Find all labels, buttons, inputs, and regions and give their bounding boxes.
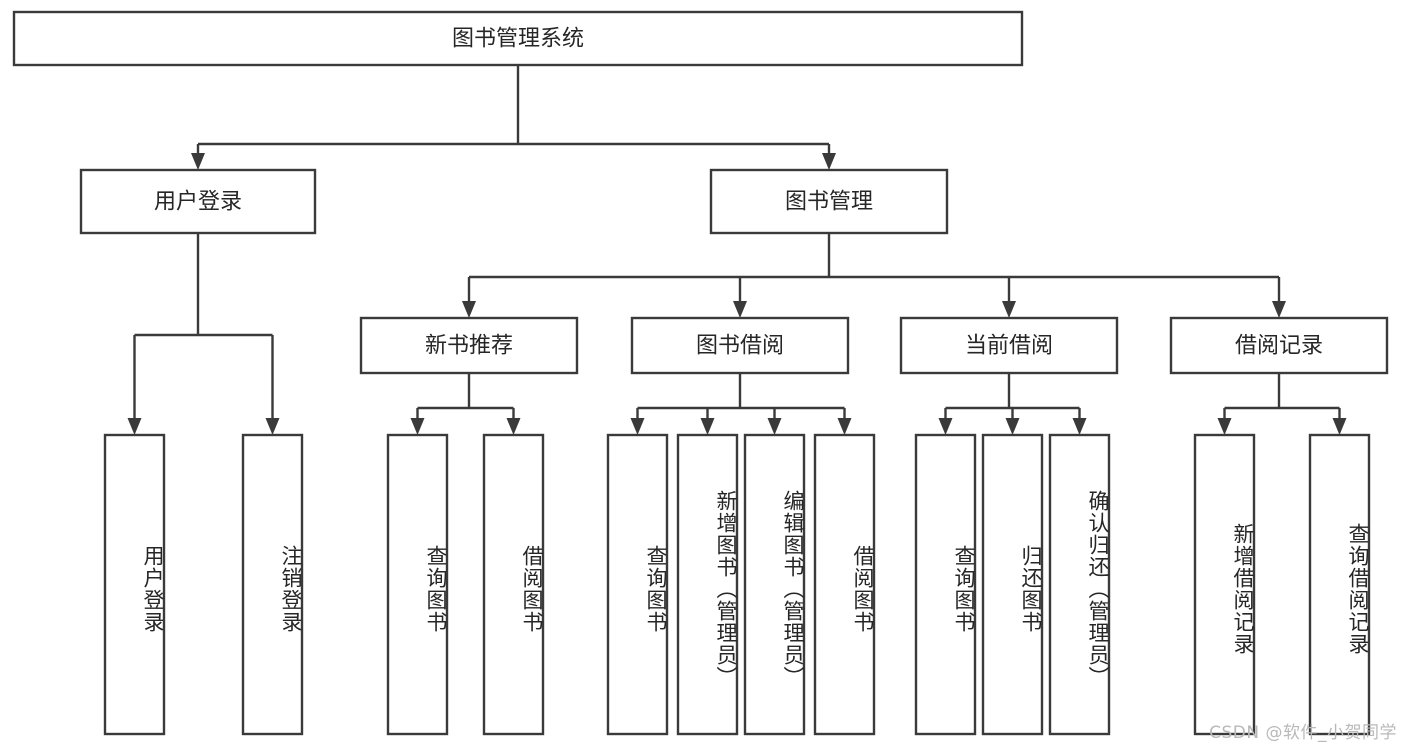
node-box-book-manage[interactable] <box>709 168 949 235</box>
node-confirm-return[interactable] <box>1048 433 1111 736</box>
arrow-head-icon <box>410 418 425 435</box>
node-borrow-book-1[interactable] <box>482 433 545 736</box>
node-label-book-borrow: 图书借阅 <box>696 334 784 359</box>
node-box-borrow-book-2[interactable] <box>813 433 876 736</box>
node-query-borrow-record[interactable] <box>1308 433 1371 736</box>
node-query-book-3[interactable] <box>914 433 977 736</box>
node-query-book-2[interactable] <box>606 433 669 736</box>
arrow-head-icon <box>265 418 280 435</box>
node-box-query-book-3[interactable] <box>914 433 977 736</box>
arrow-head-icon <box>1332 418 1347 435</box>
arrow-head-icon <box>191 153 205 170</box>
arrow-head-icon <box>127 418 142 435</box>
node-label-book-manage: 图书管理 <box>785 190 873 215</box>
node-label-current-borrow: 当前借阅 <box>965 334 1053 359</box>
node-current-borrow[interactable] <box>899 316 1119 375</box>
node-box-user-login-do[interactable] <box>103 433 166 736</box>
node-box-borrow-book-1[interactable] <box>482 433 545 736</box>
node-box-query-book-1[interactable] <box>386 433 449 736</box>
node-label-borrow-record: 借阅记录 <box>1235 334 1323 359</box>
node-borrow-book-2[interactable] <box>813 433 876 736</box>
arrow-head-icon <box>506 418 521 435</box>
node-box-query-book-2[interactable] <box>606 433 669 736</box>
node-label-user-login: 用户登录 <box>154 190 242 215</box>
arrow-head-icon <box>462 301 476 318</box>
node-return-book[interactable] <box>981 433 1044 736</box>
arrow-head-icon <box>1272 301 1286 318</box>
arrow-head-icon <box>767 418 782 435</box>
arrow-head-icon <box>1217 418 1232 435</box>
arrow-head-icon <box>1005 418 1020 435</box>
node-book-manage[interactable] <box>709 168 949 235</box>
node-box-borrow-record[interactable] <box>1169 316 1389 375</box>
arrow-head-icon <box>1002 301 1016 318</box>
arrow-head-icon <box>938 418 953 435</box>
node-box-book-borrow[interactable] <box>630 316 850 375</box>
node-user-login-do[interactable] <box>103 433 166 736</box>
node-box-root[interactable] <box>12 10 1024 67</box>
node-box-add-borrow-record[interactable] <box>1193 433 1256 736</box>
node-add-borrow-record[interactable] <box>1193 433 1256 736</box>
arrow-head-icon <box>630 418 645 435</box>
node-add-book[interactable] <box>676 433 739 736</box>
node-box-add-book[interactable] <box>676 433 739 736</box>
node-box-return-book[interactable] <box>981 433 1044 736</box>
node-box-new-book-rec[interactable] <box>359 316 579 375</box>
node-label-root: 图书管理系统 <box>452 27 584 52</box>
csdn-watermark: CSDN @软件_小贺同学 <box>1209 723 1397 743</box>
node-box-query-borrow-record[interactable] <box>1308 433 1371 736</box>
arrow-head-icon <box>837 418 852 435</box>
arrow-head-icon <box>733 301 747 318</box>
node-query-book-1[interactable] <box>386 433 449 736</box>
arrow-head-icon <box>1072 418 1087 435</box>
arrow-head-icon <box>822 153 836 170</box>
node-borrow-record[interactable] <box>1169 316 1389 375</box>
node-edit-book[interactable] <box>743 433 806 736</box>
arrow-head-icon <box>700 418 715 435</box>
node-label-new-book-rec: 新书推荐 <box>425 334 513 359</box>
node-new-book-rec[interactable] <box>359 316 579 375</box>
node-user-logout[interactable] <box>241 433 304 736</box>
node-root[interactable] <box>12 10 1024 67</box>
node-box-confirm-return[interactable] <box>1048 433 1111 736</box>
node-book-borrow[interactable] <box>630 316 850 375</box>
node-box-edit-book[interactable] <box>743 433 806 736</box>
node-box-user-logout[interactable] <box>241 433 304 736</box>
node-box-current-borrow[interactable] <box>899 316 1119 375</box>
